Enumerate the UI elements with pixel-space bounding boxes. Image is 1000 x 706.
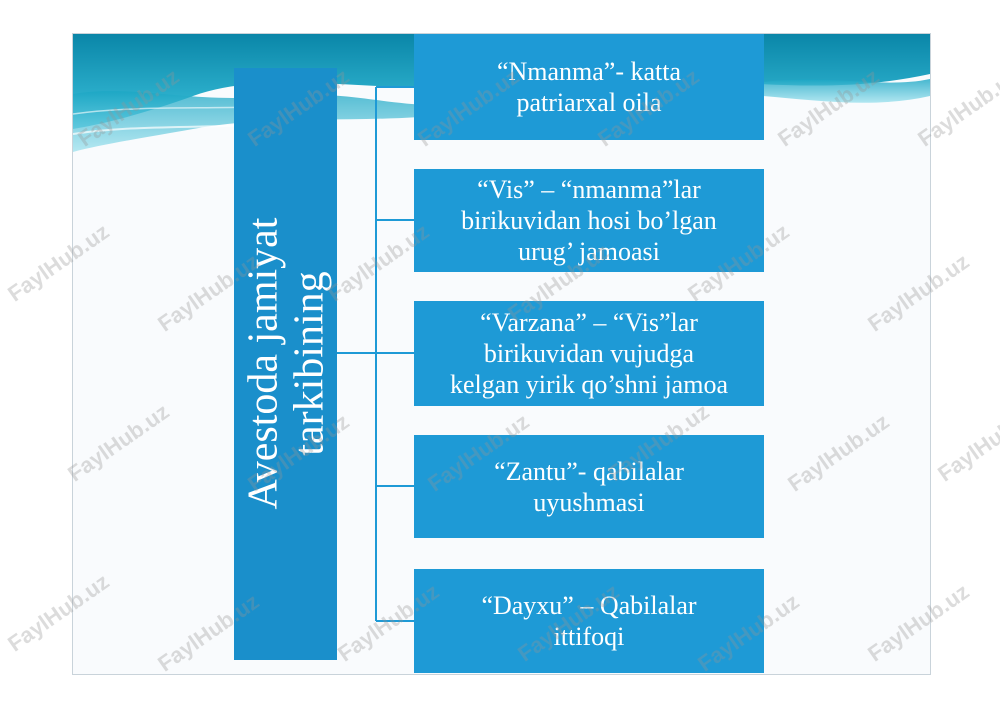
node-nmanma: “Nmanma”- katta patriarxal oila: [414, 34, 764, 140]
node-varzana-line-2: birikuvidan vujudga: [483, 339, 695, 368]
slide: Avestoda jamiyat tarkibining “Nmanma”- k…: [72, 33, 931, 675]
node-varzana-line-1: “Varzana” – “Vis”lar: [480, 308, 698, 337]
node-zantu: “Zantu”- qabilalar uyushmasi: [414, 435, 764, 538]
node-nmanma-line-2: patriarxal oila: [516, 88, 662, 117]
node-nmanma-line-1: “Nmanma”- katta: [496, 57, 682, 86]
connector-lines: [337, 86, 414, 622]
node-zantu-line-1: “Zantu”- qabilalar: [494, 456, 684, 486]
node-varzana-line-3: kelgan yirik qo’shni jamoa: [449, 370, 728, 399]
node-vis: “Vis” – “nmanma”lar birikuvidan hosi bo’…: [414, 169, 764, 272]
node-vis-line-1: “Vis” – “nmanma”lar: [477, 175, 701, 204]
node-zantu-line-2: uyushmasi: [533, 487, 645, 517]
root-label-line-2: tarkibining: [286, 271, 332, 456]
node-varzana: “Varzana” – “Vis”lar birikuvidan vujudga…: [414, 301, 764, 406]
node-vis-line-2: birikuvidan hosi bo’lgan: [461, 206, 717, 235]
node-dayxu-line-2: ittifoqi: [553, 622, 625, 651]
root-label-line-1: Avestoda jamiyat: [240, 217, 286, 510]
watermark-text: FaylHub.uz: [933, 398, 1000, 487]
node-vis-line-3: urug’ jamoasi: [518, 237, 660, 266]
node-dayxu-line-1: “Dayxu” – Qabilalar: [481, 591, 697, 620]
root-label: Avestoda jamiyat tarkibining: [235, 68, 338, 660]
root-node: Avestoda jamiyat tarkibining: [234, 68, 337, 660]
node-dayxu: “Dayxu” – Qabilalar ittifoqi: [414, 569, 764, 673]
